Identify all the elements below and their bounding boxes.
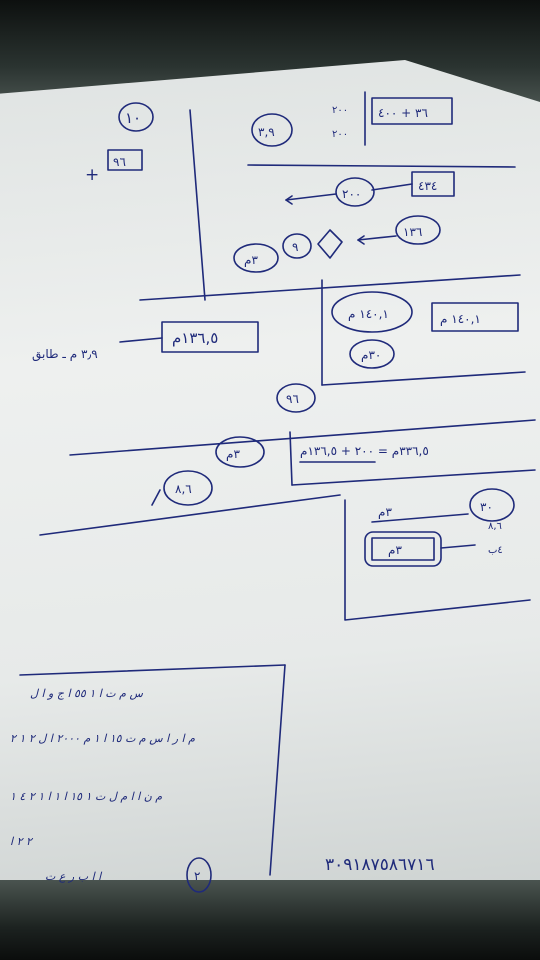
left-arrow-line [119, 337, 163, 343]
circle-10-label: ١٠ [125, 109, 141, 127]
box-140-1-label: ١٤٠,١ م [440, 312, 481, 326]
circle-30 [349, 339, 395, 369]
circle-140-1-label: ١٤٠,١ م [348, 307, 389, 321]
horizontal-line-mid [139, 274, 521, 301]
paper-sheet [0, 60, 540, 900]
circle-30b [469, 488, 515, 522]
circle-lower-left [163, 470, 213, 506]
circle-200 [335, 177, 375, 207]
bottom-circle-label: ٢ [194, 869, 200, 883]
right-box-2-label: ٣م [388, 543, 402, 557]
equation-line: ٣٣٦,٥م = ٢٠٠ + ١٣٦,٥م [300, 444, 429, 458]
circle-140-1 [331, 291, 413, 333]
circle-3-9-label: ٣,٩ [258, 125, 275, 139]
right-line-1-text: ٣م [378, 505, 392, 519]
circle-9 [282, 233, 312, 259]
note-line-3: م ن ا ا م ل ت ١ ١٥ ا ١ ا ١ ٢ ٤ ١ [10, 790, 162, 803]
right-box-2 [364, 531, 442, 567]
vertical-divider-left [189, 109, 206, 301]
vertical-line-notes [269, 664, 286, 876]
arrow-434 [371, 183, 413, 191]
circle-m3-label: ٣م [244, 253, 258, 267]
top-box-label: ٣٦ + ٤٠٠ [378, 106, 428, 120]
box-96-label: ٩٦ [113, 155, 126, 169]
arrowhead-136 [357, 235, 365, 245]
horizontal-line-notes [19, 664, 286, 676]
circle-200-label: ٢٠٠ [342, 187, 361, 201]
circle-30b-label: ٣٠ [480, 500, 493, 514]
box-434-label: ٤٣٤ [418, 179, 437, 193]
box-96 [107, 149, 143, 171]
diamond-shape [317, 229, 343, 259]
circle-lower-left-label: ٨,٦ [175, 482, 192, 496]
circle-10 [118, 102, 154, 132]
bottom-circle [186, 857, 212, 893]
stroke-lower-left [151, 489, 161, 506]
circle-3-9 [251, 113, 293, 147]
box-140-1 [431, 302, 519, 332]
circle-30-label: ٣٠م [361, 348, 381, 362]
horizontal-line-diag [39, 494, 341, 536]
arrowhead-200 [285, 195, 293, 205]
arrow-200 [285, 193, 337, 201]
right-side-2: ٤ب [488, 545, 503, 556]
arrow-136 [357, 235, 397, 241]
note-line-5: ا ا ب ر ع ت [45, 870, 103, 883]
horizontal-line-box2 [291, 469, 536, 486]
left-line-text: ٣٫٩ م ـ طابق [32, 347, 98, 362]
note-line-4: ٢ ٢ ا [10, 835, 34, 848]
note-line-2: م ا ر ا س م ت ١٥ ا ١ م ٢٠٠٠ ا ل ٢ ١ ٢ [10, 732, 195, 745]
plus-sign: + [85, 165, 99, 185]
right-box-2-inner [371, 537, 435, 561]
top-eq-a: ٢٠٠ [332, 105, 348, 116]
horizontal-line-box [321, 371, 526, 386]
background-bottom [0, 880, 540, 960]
frame-lower-right [344, 499, 531, 621]
circle-m3 [233, 243, 279, 273]
box-136-5-label: ١٣٦,٥م [172, 329, 218, 347]
right-box-2-arrow [440, 544, 476, 549]
circle-96-label: ٩٦ [286, 392, 299, 406]
vertical-short [289, 431, 293, 486]
right-line-1 [371, 513, 469, 523]
bottom-number: ٣٠٩١٨٧٥٨٦٧١٦ [325, 855, 435, 875]
circle-2-3-label: ٣م [226, 447, 240, 461]
note-line-1: س م ت ا ١ ٥٥ ا ج و ا ل [30, 687, 143, 700]
right-side-1: ٨,٦ [488, 521, 502, 532]
top-eq-b: ٢٠٠ [332, 129, 348, 140]
horizontal-line-lower [69, 419, 536, 456]
top-box [371, 97, 453, 125]
circle-2-3 [215, 436, 265, 468]
horizontal-line-top [247, 164, 516, 168]
circle-136 [395, 215, 441, 245]
box-136-5 [161, 321, 259, 353]
circle-96 [276, 383, 316, 413]
circle-136-label: ١٣٦ [403, 225, 422, 239]
circle-9-label: ٩ [292, 240, 298, 254]
